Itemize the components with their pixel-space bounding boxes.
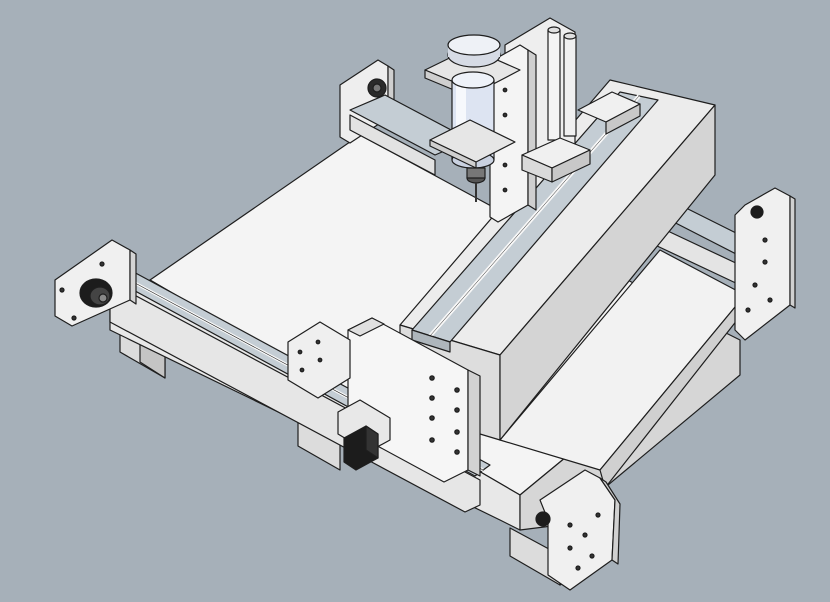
spindle [424, 34, 521, 202]
end-plate-side [467, 369, 481, 477]
right-end-plate-side [789, 195, 796, 309]
front-left-stepper-motor [79, 278, 113, 308]
front-carriage [287, 321, 391, 471]
right-end-plate [734, 187, 791, 341]
y-rail-edge [411, 329, 451, 353]
z-rod-right [563, 35, 577, 137]
z-carriage [489, 17, 577, 223]
gantry-right-face [499, 104, 716, 441]
right-rail-assembly [654, 187, 796, 341]
front-stepper-motor [343, 425, 379, 471]
front-right-end-plate [535, 469, 621, 591]
front-right-bearing [535, 511, 551, 527]
front-left-end-plate-side [129, 249, 137, 305]
z-rod-left [547, 29, 561, 141]
back-rail-base [349, 114, 436, 176]
right-end-bearing [750, 205, 764, 219]
y-carriage [521, 91, 641, 183]
end-plate-top [347, 317, 385, 337]
